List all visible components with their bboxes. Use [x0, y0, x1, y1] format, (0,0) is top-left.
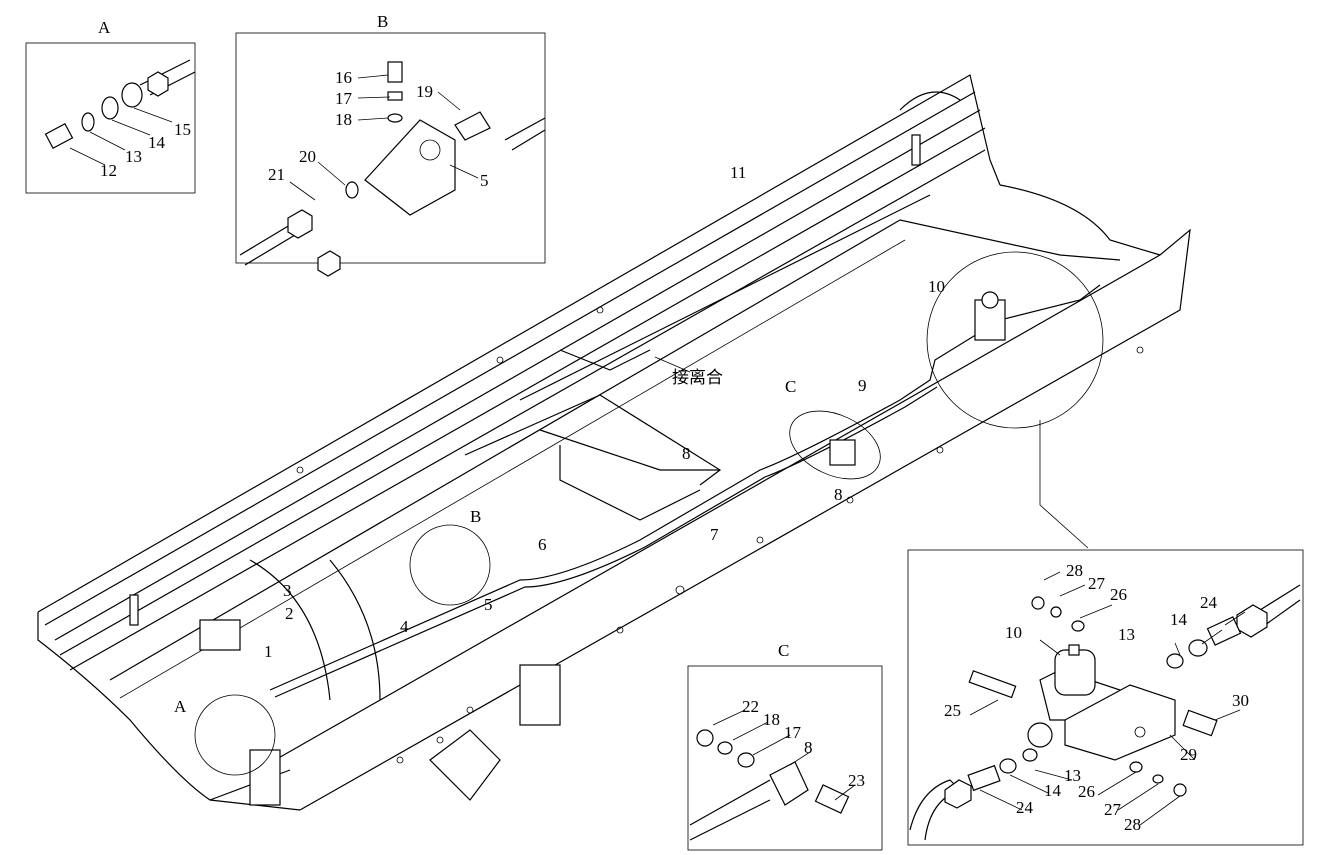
box-a-title: A [98, 18, 111, 37]
clutch-note: 接离合 [672, 368, 723, 388]
callout: 4 [400, 617, 409, 636]
callout: 12 [100, 161, 117, 180]
callout: 15 [174, 120, 191, 139]
callout: 14 [1170, 610, 1188, 629]
callout: 19 [416, 82, 433, 101]
main-a-marker: A [174, 697, 187, 716]
callout: 8 [834, 485, 843, 504]
main-b-marker: B [470, 507, 481, 526]
callout: 29 [1180, 745, 1197, 764]
detail-box-c [687, 665, 883, 851]
callout: 8 [682, 444, 691, 463]
callout: 14 [1044, 781, 1062, 800]
callout: 16 [335, 68, 352, 87]
callout: 5 [480, 171, 489, 190]
callout: 25 [944, 701, 961, 720]
callout: 7 [710, 525, 719, 544]
clamp-bracket [199, 619, 241, 651]
callout: 13 [1064, 766, 1081, 785]
detail-box-valve [907, 549, 1304, 846]
callout: 30 [1232, 691, 1249, 710]
callout: 5 [484, 595, 493, 614]
callout: 2 [285, 604, 294, 623]
callout: 17 [335, 89, 353, 108]
callout: 6 [538, 535, 547, 554]
callout: 13 [1118, 625, 1135, 644]
callout: 28 [1066, 561, 1083, 580]
callout: 26 [1078, 782, 1095, 801]
callout: 28 [1124, 815, 1141, 834]
box-c-title: C [778, 641, 789, 660]
detail-box-b [235, 32, 546, 277]
callout: 24 [1200, 593, 1218, 612]
callout: 27 [1104, 800, 1122, 819]
chassis-frame [37, 74, 1191, 811]
callout: 18 [335, 110, 352, 129]
rear-hanger [249, 749, 281, 806]
callout: 14 [148, 133, 166, 152]
front-shackle [429, 729, 501, 801]
callout: 23 [848, 771, 865, 790]
callout: 27 [1088, 574, 1106, 593]
detail-circles [194, 251, 1104, 776]
callout: 26 [1110, 585, 1127, 604]
callout: 1 [264, 642, 273, 661]
callout: 13 [125, 147, 142, 166]
main-c-marker: C [785, 377, 796, 396]
callout: 11 [730, 163, 746, 182]
spring-hanger [519, 664, 561, 726]
callout: 10 [1005, 623, 1022, 642]
callout: 3 [283, 581, 292, 600]
callout: 10 [928, 277, 945, 296]
box-b-title: B [377, 12, 388, 31]
callout: 17 [784, 723, 802, 742]
callout: 21 [268, 165, 285, 184]
callout: 8 [804, 738, 813, 757]
callout: 24 [1016, 798, 1034, 817]
callout: 18 [763, 710, 780, 729]
callout: 22 [742, 697, 759, 716]
callout: 20 [299, 147, 316, 166]
detail-box-a [25, 42, 196, 194]
callout: 9 [858, 376, 867, 395]
